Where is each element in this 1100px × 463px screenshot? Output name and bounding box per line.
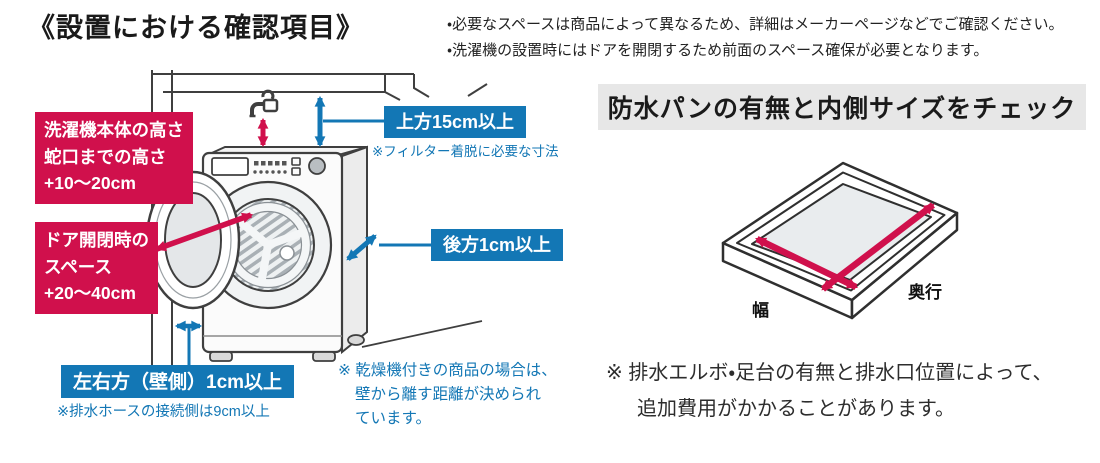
side-clearance-note: ※排水ホースの接続側は9cm以上 — [57, 404, 270, 420]
side-clearance-label: 左右方（壁側）1cm以上 — [61, 365, 295, 398]
rear-clearance-arrow — [346, 234, 377, 261]
faucet-height-label: 洗濯機本体の高さ 蛇口までの高さ +10〜20cm — [35, 112, 193, 204]
top-clearance-note: ※フィルター着脱に必要な寸法 — [372, 144, 559, 159]
door-space-label-line1: ドア開閉時の — [44, 230, 149, 250]
dryer-note: ※ 乾燥機付きの商品の場合は、 壁から離す距離が決められ ています。 — [338, 359, 557, 431]
faucet-height-label-line3: +10〜20cm — [44, 173, 136, 194]
pan-width-label: 幅 — [752, 301, 769, 320]
dryer-note-line2: 壁から離す距離が決められ — [355, 386, 542, 404]
pan-depth-arrow — [821, 202, 935, 292]
washer-foot-back — [347, 334, 365, 346]
faucet-height-label-line1: 洗濯機本体の高さ — [44, 120, 184, 140]
washer-foot-right — [312, 351, 336, 362]
washer-side — [341, 145, 368, 355]
pan-section-note: ※ 排水エルボ・足台の有無と排水口位置によって、 追加費用がかかることがあります… — [606, 355, 1053, 427]
control-knob — [308, 157, 326, 175]
washer-foot-left — [209, 351, 233, 362]
floor-line — [361, 320, 483, 348]
door-space-label-line3: +20〜40cm — [44, 283, 136, 304]
faucet-icon — [249, 89, 279, 118]
detergent-drawer — [211, 157, 249, 176]
pan-note-line1: ※ 排水エルボ・足台の有無と排水口位置によって、 — [606, 362, 1053, 384]
top-note-line1: ・必要なスペースは商品によって異なるため、詳細はメーカーページなどでご確認くださ… — [447, 16, 1064, 33]
rear-clearance-label: 後方1cm以上 — [431, 229, 564, 261]
control-buttons — [253, 161, 287, 174]
page-title: 《設置における確認項目》 — [28, 13, 364, 43]
door-space-arrow — [154, 212, 254, 252]
pan-note-line2: 追加費用がかかることがあります。 — [637, 398, 955, 420]
shelf-lines — [152, 73, 488, 101]
door-glass — [164, 192, 222, 288]
dryer-note-line1: ※ 乾燥機付きの商品の場合は、 — [338, 362, 557, 379]
door-space-label: ドア開閉時の スペース +20〜40cm — [35, 222, 158, 314]
faucet-height-label-line2: 蛇口までの高さ — [44, 146, 167, 167]
top-clearance-label: 上方15cm以上 — [384, 106, 527, 138]
pan-depth-label: 奥行 — [908, 283, 942, 302]
top-note-line2: ・洗濯機の設置時にはドアを開閉するため前面のスペース確保が必要となります。 — [447, 42, 989, 60]
pan-section-heading: 防水パンの有無と内側サイズをチェック — [598, 84, 1086, 130]
dryer-note-line3: ています。 — [355, 410, 431, 428]
top-notes: ・必要なスペースは商品によって異なるため、詳細はメーカーページなどでご確認くださ… — [447, 12, 1064, 65]
control-display — [291, 157, 301, 176]
door-space-label-line2: スペース — [44, 256, 112, 277]
